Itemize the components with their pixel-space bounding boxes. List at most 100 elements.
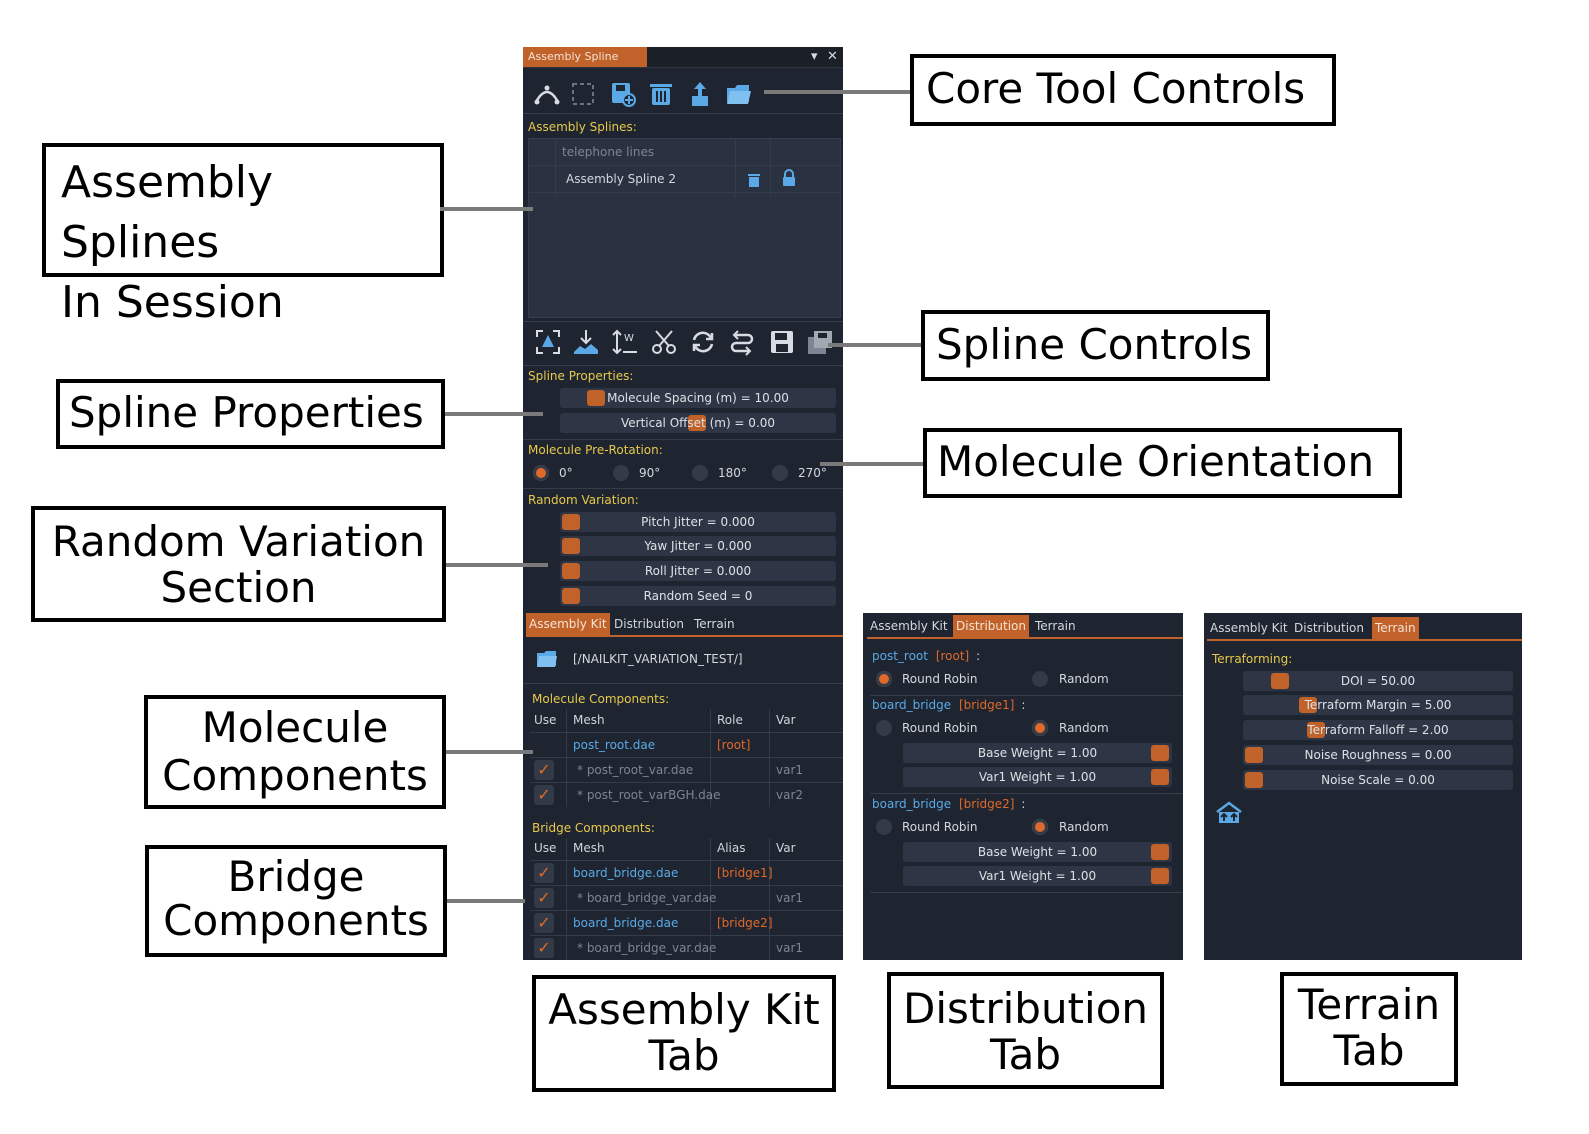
- use-checkbox[interactable]: ✓: [534, 760, 554, 780]
- yaw-jitter-slider[interactable]: Yaw Jitter = 0.000: [560, 536, 836, 556]
- mesh-cell[interactable]: post_root.dae: [573, 738, 656, 752]
- resize-width-icon[interactable]: W: [610, 327, 640, 357]
- table-row[interactable]: post_root.dae [root]: [530, 733, 843, 757]
- mesh-cell[interactable]: board_bridge.dae: [573, 916, 679, 930]
- divider: [523, 439, 843, 440]
- save-add-icon[interactable]: [608, 79, 638, 109]
- close-icon[interactable]: ✕: [827, 49, 838, 64]
- pitch-jitter-slider[interactable]: Pitch Jitter = 0.000: [560, 512, 836, 532]
- tab-terrain[interactable]: Terrain: [1035, 619, 1076, 633]
- table-row[interactable]: ✓ * board_bridge_var.dae var1: [530, 886, 843, 910]
- bridge-table: Use Mesh Alias Var ✓ board_bridge.dae [b…: [530, 838, 843, 960]
- slider-thumb[interactable]: [562, 538, 580, 554]
- tab-distribution[interactable]: Distribution: [614, 617, 685, 631]
- mesh-cell[interactable]: * board_bridge_var.dae: [577, 891, 717, 905]
- round-robin-radio[interactable]: [876, 819, 892, 835]
- divider: [523, 113, 843, 114]
- spline-list[interactable]: telephone lines Assembly Spline 2: [528, 138, 841, 318]
- use-checkbox[interactable]: ✓: [534, 938, 554, 958]
- table-row[interactable]: ✓ board_bridge.dae [bridge2]: [530, 911, 843, 935]
- use-checkbox[interactable]: ✓: [534, 913, 554, 933]
- spline-item[interactable]: Assembly Spline 2: [529, 166, 840, 193]
- tab-terrain[interactable]: Terrain: [1372, 617, 1419, 639]
- random-seed-slider[interactable]: Random Seed = 0: [560, 586, 836, 606]
- var1-weight-slider[interactable]: Var1 Weight = 1.00: [903, 767, 1172, 787]
- tab-assembly-kit[interactable]: Assembly Kit: [526, 613, 610, 635]
- slider-thumb[interactable]: [688, 415, 706, 431]
- mesh-cell[interactable]: * post_root_varBGH.dae: [577, 788, 721, 802]
- select-box-icon[interactable]: [568, 79, 598, 109]
- col-use: Use: [534, 713, 557, 727]
- slider-thumb[interactable]: [1245, 772, 1263, 788]
- slider-thumb[interactable]: [1151, 769, 1169, 785]
- spline-draw-icon[interactable]: [532, 79, 562, 109]
- terrain-raise-icon[interactable]: [1215, 800, 1243, 824]
- mesh-cell[interactable]: board_bridge.dae: [573, 866, 679, 880]
- tab-distribution[interactable]: Distribution: [1294, 621, 1365, 635]
- table-row[interactable]: ✓ * post_root_var.dae var1: [530, 758, 843, 782]
- random-radio[interactable]: [1032, 671, 1048, 687]
- var1-weight-slider[interactable]: Var1 Weight = 1.00: [903, 866, 1172, 886]
- mesh-cell[interactable]: * board_bridge_var.dae: [577, 941, 717, 955]
- snap-up-icon[interactable]: [533, 327, 563, 357]
- reverse-icon[interactable]: [727, 327, 757, 357]
- rotation-0-radio[interactable]: [533, 465, 549, 481]
- tab-assembly-kit[interactable]: Assembly Kit: [870, 619, 948, 633]
- lock-icon[interactable]: [781, 169, 797, 187]
- trash-icon[interactable]: [646, 79, 676, 109]
- table-row[interactable]: ✓ board_bridge.dae [bridge1]: [530, 861, 843, 885]
- spline-item[interactable]: telephone lines: [529, 139, 840, 166]
- export-icon[interactable]: [685, 79, 715, 109]
- slider-thumb[interactable]: [1299, 697, 1317, 713]
- tab-terrain[interactable]: Terrain: [694, 617, 735, 631]
- slider-thumb[interactable]: [1151, 745, 1169, 761]
- vertical-offset-slider[interactable]: Vertical Offset (m) = 0.00: [560, 413, 836, 433]
- terraform-margin-slider[interactable]: Terraform Margin = 5.00: [1243, 695, 1513, 715]
- mesh-cell[interactable]: * post_root_var.dae: [577, 763, 694, 777]
- noise-roughness-slider[interactable]: Noise Roughness = 0.00: [1243, 745, 1513, 765]
- round-robin-radio[interactable]: [876, 720, 892, 736]
- use-checkbox[interactable]: ✓: [534, 785, 554, 805]
- distribution-group: post_root [root] :: [872, 649, 980, 663]
- tab-distribution[interactable]: Distribution: [953, 615, 1030, 637]
- cut-icon[interactable]: [649, 327, 679, 357]
- menu-dropdown-icon[interactable]: ▾: [811, 49, 818, 64]
- rotation-270-radio[interactable]: [772, 465, 788, 481]
- rotation-180-radio[interactable]: [692, 465, 708, 481]
- base-weight-slider[interactable]: Base Weight = 1.00: [903, 842, 1172, 862]
- leader-line: [447, 899, 525, 903]
- slider-thumb[interactable]: [562, 588, 580, 604]
- roll-jitter-slider[interactable]: Roll Jitter = 0.000: [560, 561, 836, 581]
- leader-line: [820, 462, 923, 466]
- slider-thumb[interactable]: [562, 563, 580, 579]
- slider-thumb[interactable]: [1307, 722, 1325, 738]
- slider-thumb[interactable]: [587, 390, 605, 406]
- refresh-icon[interactable]: [688, 327, 718, 357]
- use-checkbox[interactable]: ✓: [534, 888, 554, 908]
- folder-icon[interactable]: [536, 650, 558, 668]
- save-icon[interactable]: [767, 327, 797, 357]
- round-robin-radio[interactable]: [876, 671, 892, 687]
- slider-thumb[interactable]: [1245, 747, 1263, 763]
- trash-icon[interactable]: [746, 171, 762, 187]
- slider-thumb[interactable]: [1151, 868, 1169, 884]
- doi-slider[interactable]: DOI = 50.00: [1243, 671, 1513, 691]
- table-row[interactable]: ✓ * board_bridge_var.dae var1: [530, 936, 843, 960]
- random-radio[interactable]: [1032, 720, 1048, 736]
- molecule-spacing-slider[interactable]: Molecule Spacing (m) = 10.00: [560, 388, 836, 408]
- terrain-drop-icon[interactable]: [571, 327, 601, 357]
- noise-scale-slider[interactable]: Noise Scale = 0.00: [1243, 770, 1513, 790]
- random-radio[interactable]: [1032, 819, 1048, 835]
- slider-thumb[interactable]: [1271, 673, 1289, 689]
- slider-thumb[interactable]: [562, 514, 580, 530]
- role-cell: [root]: [717, 738, 751, 752]
- terraform-falloff-slider[interactable]: Terraform Falloff = 2.00: [1243, 720, 1513, 740]
- save-multiple-icon[interactable]: [805, 327, 835, 357]
- folder-icon[interactable]: [724, 79, 754, 109]
- slider-thumb[interactable]: [1151, 844, 1169, 860]
- tab-assembly-kit[interactable]: Assembly Kit: [1210, 621, 1288, 635]
- table-row[interactable]: ✓ * post_root_varBGH.dae var2: [530, 783, 843, 807]
- base-weight-slider[interactable]: Base Weight = 1.00: [903, 743, 1172, 763]
- rotation-90-radio[interactable]: [613, 465, 629, 481]
- use-checkbox[interactable]: ✓: [534, 863, 554, 883]
